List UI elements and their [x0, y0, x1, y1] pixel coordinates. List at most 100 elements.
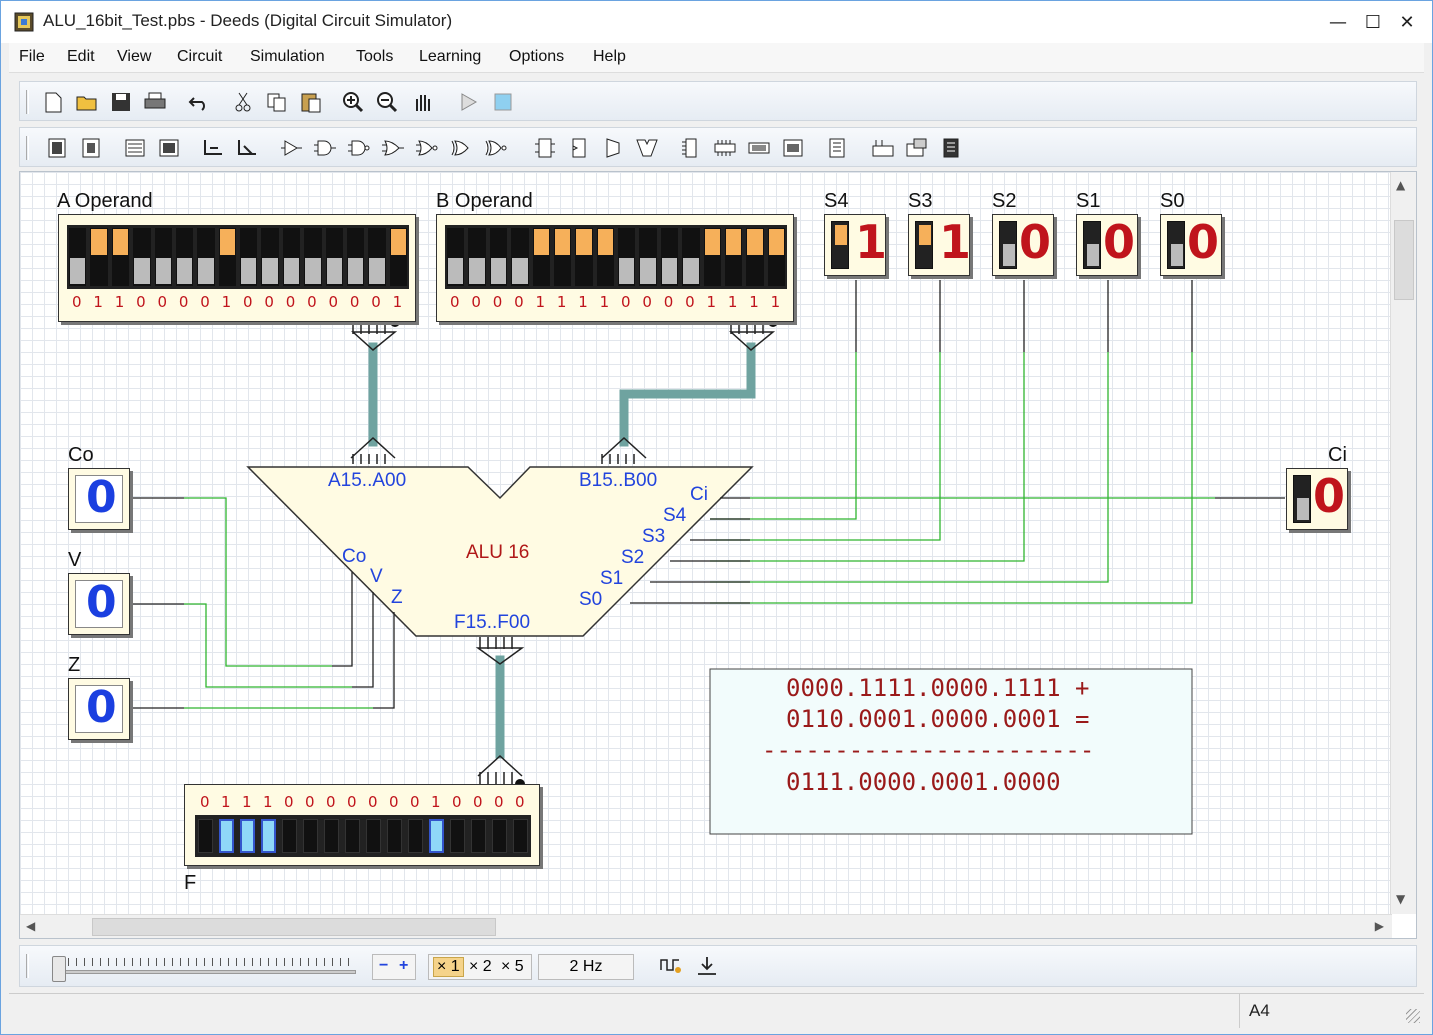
b-operand-bit-switch[interactable]	[468, 228, 486, 286]
a-operand-bit-switch[interactable]	[218, 228, 236, 286]
a-operand-bit-switch[interactable]	[133, 228, 151, 286]
pan-hand-icon[interactable]	[410, 90, 436, 114]
undo-icon[interactable]	[186, 90, 212, 114]
alu-16-block[interactable]	[246, 466, 754, 637]
a-operand-bit-switch[interactable]	[175, 228, 194, 286]
register-icon[interactable]	[678, 136, 704, 160]
memory-icon[interactable]	[746, 136, 772, 160]
scroll-right-icon[interactable]: ▶	[1374, 919, 1384, 933]
menu-file[interactable]: File	[19, 48, 45, 65]
multiplier-x2-button[interactable]: × 2	[469, 958, 492, 975]
menu-simulation[interactable]: Simulation	[250, 48, 325, 65]
zoom-out-icon[interactable]	[374, 90, 400, 114]
select-s3-switch[interactable]: 1	[908, 214, 971, 276]
nor-gate-icon[interactable]	[414, 136, 440, 160]
open-folder-icon[interactable]	[74, 90, 100, 114]
or-gate-icon[interactable]	[380, 136, 406, 160]
menu-tools[interactable]: Tools	[356, 48, 394, 65]
b-operand-bit-switch[interactable]	[489, 228, 508, 286]
counter-icon[interactable]	[712, 136, 738, 160]
select-s1-switch[interactable]: 0	[1076, 214, 1138, 276]
toolbar-grip[interactable]	[26, 136, 29, 160]
b-operand-bit-switch[interactable]	[639, 228, 657, 286]
multiplier-x1-button[interactable]: × 1	[433, 957, 464, 977]
menu-options[interactable]: Options	[509, 48, 565, 65]
b-operand-bit-switch[interactable]	[746, 228, 764, 286]
slider-thumb[interactable]	[52, 956, 66, 982]
horizontal-scroll-thumb[interactable]	[92, 918, 496, 936]
scroll-up-icon[interactable]: ▲	[1396, 178, 1406, 192]
wire-icon[interactable]	[200, 136, 226, 160]
toolbar-grip[interactable]	[26, 954, 29, 978]
flag-v-display[interactable]: 0	[68, 573, 130, 635]
close-icon[interactable]: ✕	[1399, 11, 1415, 33]
mux-icon[interactable]	[600, 136, 626, 160]
b-operand-bit-switch[interactable]	[682, 228, 700, 286]
timing-diagram-icon[interactable]	[938, 136, 964, 160]
b-operand-bit-switch[interactable]	[532, 228, 550, 286]
b-operand-bit-switch[interactable]	[618, 228, 636, 286]
b-operand-bit-switch[interactable]	[660, 228, 679, 286]
menu-edit[interactable]: Edit	[67, 48, 95, 65]
multiplier-x5-button[interactable]: × 5	[501, 958, 524, 975]
menu-view[interactable]: View	[117, 48, 152, 65]
buffer-gate-icon[interactable]	[278, 136, 304, 160]
toolbar-grip[interactable]	[26, 90, 29, 114]
scroll-down-icon[interactable]: ▼	[1396, 892, 1406, 906]
maximize-icon[interactable]: ☐	[1364, 11, 1382, 33]
copy-icon[interactable]	[264, 90, 290, 114]
a-operand-bit-switch[interactable]	[282, 228, 301, 286]
zoom-in-icon[interactable]	[340, 90, 366, 114]
print-icon[interactable]	[142, 90, 168, 114]
save-icon[interactable]	[108, 90, 134, 114]
select-s2-switch[interactable]: 0	[992, 214, 1054, 276]
reset-download-icon[interactable]	[694, 954, 720, 978]
clock-icon[interactable]	[658, 954, 684, 978]
scroll-left-icon[interactable]: ◀	[26, 919, 36, 933]
a-operand-bit-switch[interactable]	[240, 228, 258, 286]
and-gate-icon[interactable]	[312, 136, 338, 160]
a-operand-bit-switch[interactable]	[197, 228, 215, 286]
a-operand-bit-switch[interactable]	[346, 228, 365, 286]
a-operand-bit-switch[interactable]	[154, 228, 172, 286]
select-s0-switch[interactable]: 0	[1160, 214, 1222, 276]
cut-icon[interactable]	[230, 90, 256, 114]
output-led-icon[interactable]	[78, 136, 104, 160]
b-operand-bit-switch[interactable]	[703, 228, 721, 286]
resize-grip-icon[interactable]	[1406, 1009, 1420, 1023]
bus-b[interactable]	[619, 342, 756, 447]
b-operand-bit-switch[interactable]	[575, 228, 593, 286]
new-file-icon[interactable]	[40, 90, 66, 114]
b-operand-bit-switch[interactable]	[553, 228, 572, 286]
speed-minus-button[interactable]: −	[379, 957, 389, 974]
label-icon[interactable]	[824, 136, 850, 160]
paste-icon[interactable]	[298, 90, 324, 114]
b-operand-bit-switch[interactable]	[724, 228, 743, 286]
menu-circuit[interactable]: Circuit	[177, 48, 223, 65]
b-operand-bit-switch[interactable]	[596, 228, 614, 286]
a-operand-bit-switch[interactable]	[261, 228, 279, 286]
a-operand-bit-switch[interactable]	[325, 228, 343, 286]
vertical-scrollbar[interactable]: ▲ ▼	[1390, 172, 1416, 914]
b-operand-bit-switch[interactable]	[511, 228, 529, 286]
a-operand-bit-switch[interactable]	[111, 228, 130, 286]
note-box[interactable]	[709, 668, 1193, 835]
menu-help[interactable]: Help	[593, 48, 626, 65]
a-operand-bit-switch[interactable]	[90, 228, 108, 286]
text-tool-icon[interactable]	[870, 136, 896, 160]
input-switch-icon[interactable]	[44, 136, 70, 160]
ci-switch[interactable]: 0	[1286, 468, 1348, 530]
select-s4-switch[interactable]: 1	[824, 214, 887, 276]
flip-flop-icon[interactable]	[532, 136, 558, 160]
alu-icon[interactable]	[634, 136, 660, 160]
b-operand-bit-switch[interactable]	[447, 228, 465, 286]
keypad-icon[interactable]	[122, 136, 148, 160]
flag-co-display[interactable]: 0	[68, 468, 130, 530]
bus-icon[interactable]	[234, 136, 260, 160]
nand-gate-icon[interactable]	[346, 136, 372, 160]
xor-gate-icon[interactable]	[448, 136, 474, 160]
